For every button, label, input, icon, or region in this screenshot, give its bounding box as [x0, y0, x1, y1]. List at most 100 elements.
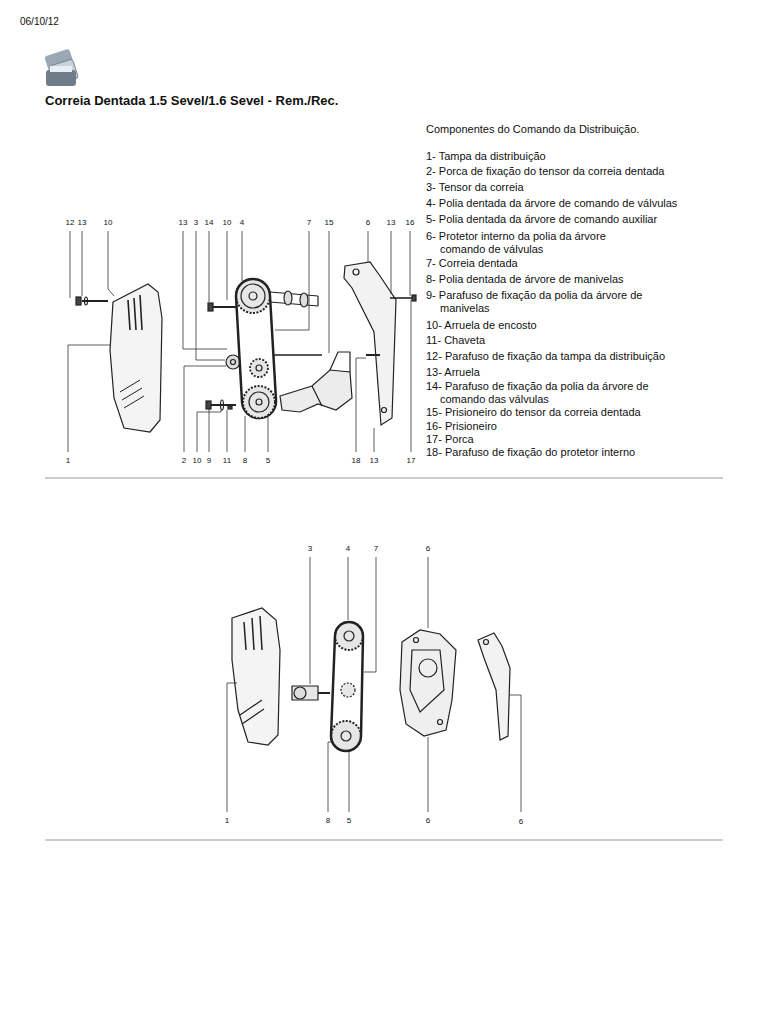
- parts-list-item: 7- Correia dentada: [426, 257, 518, 270]
- drawing-path: [82, 231, 83, 296]
- drawing-path: [366, 354, 380, 356]
- callout-number: 16: [405, 218, 416, 228]
- drawing-ellipse: [284, 291, 292, 305]
- parts-list-item: 14- Parafuso de fixação da polia da árvo…: [426, 380, 688, 406]
- drawing-path: [68, 345, 111, 452]
- parts-list-item: 9- Parafuso de fixação da polia da árvor…: [426, 289, 662, 315]
- callout-number: 8: [325, 816, 331, 826]
- drawing-path: [70, 231, 71, 298]
- drawing-path: [411, 300, 412, 452]
- leader-lines: [68, 231, 411, 452]
- drawing-path: [244, 616, 262, 650]
- callout-number: 18: [351, 456, 362, 466]
- parts-list-item: 17- Porca: [426, 433, 474, 446]
- drawing-path: [196, 231, 225, 360]
- drawing-path: [232, 608, 280, 745]
- callout-number: 6: [425, 816, 431, 826]
- callout-number: 3: [193, 218, 199, 228]
- drawing-path: [348, 557, 349, 620]
- callout-number: 10: [222, 218, 233, 228]
- parts-list-item: 5- Polia dentada da árvore de comando au…: [426, 213, 657, 226]
- drawing-path: [183, 231, 227, 349]
- drawing-path: [310, 557, 311, 684]
- drawing-path: [120, 380, 144, 408]
- callout-number: 15: [324, 218, 335, 228]
- drawing-path: [209, 408, 210, 452]
- drawing-path: [364, 557, 376, 672]
- drawing-circle: [249, 392, 269, 412]
- drawing-path: [478, 633, 510, 740]
- callout-number: 7: [373, 544, 379, 554]
- drawing-path: [329, 231, 330, 353]
- parts-list-item: 4- Polia dentada da árvore de comando de…: [426, 197, 677, 210]
- parts-list-item: 12- Parafuso de fixação da tampa da dist…: [426, 350, 665, 363]
- drawing-circle: [256, 365, 262, 371]
- parts-list-item: 2- Porca de fixação do tensor da correia…: [426, 165, 664, 178]
- drawing-ellipse: [221, 400, 224, 410]
- callout-number: 11: [222, 456, 232, 466]
- document-icon: [44, 49, 78, 86]
- parts-list-item: 15- Prisioneiro do tensor da correia den…: [426, 406, 641, 419]
- drawing-path: [410, 650, 444, 712]
- callout-number: 4: [239, 218, 245, 228]
- callout-number: 5: [265, 456, 271, 466]
- drawing-circle: [484, 640, 489, 645]
- callout-number: 1: [224, 816, 230, 826]
- callout-number: 9: [206, 456, 212, 466]
- callout-number: 1: [65, 456, 71, 466]
- drawing-path: [184, 366, 226, 452]
- drawing-circle: [344, 631, 354, 641]
- drawing-path: [318, 692, 330, 694]
- drawing-path: [209, 231, 210, 302]
- parts-list-item: 18- Parafuso de fixação do protetor inte…: [426, 446, 635, 459]
- callout-number: 17: [406, 456, 417, 466]
- drawing-circle: [382, 408, 387, 413]
- drawing-line: [45, 477, 723, 479]
- callout-number: 5: [346, 816, 352, 826]
- drawing-path: [236, 279, 276, 418]
- drawing-path: [110, 284, 162, 432]
- drawing-path: [410, 231, 411, 296]
- drawing-circle: [231, 360, 236, 365]
- drawing-path: [428, 737, 429, 812]
- parts-list-item: 1- Tampa da distribuição: [426, 150, 546, 163]
- leader-lines: [227, 557, 521, 812]
- drawing-path: [227, 231, 228, 300]
- drawing-path: [82, 300, 108, 302]
- drawing-path: [356, 358, 366, 452]
- drawing-path: [275, 231, 309, 330]
- parts-list-item: 13- Arruela: [426, 366, 480, 379]
- parts-list-item: 6- Protetor interno da polia da árvore c…: [426, 230, 652, 256]
- drawing-ellipse: [85, 297, 88, 305]
- drawing-rect: [206, 401, 211, 409]
- drawing-path: [349, 752, 350, 812]
- drawing-circle: [256, 399, 262, 405]
- parts-list-item: 10- Arruela de encosto: [426, 319, 537, 332]
- drawing-path: [391, 231, 392, 294]
- drawing-path: [312, 352, 350, 406]
- drawing-path: [245, 416, 246, 452]
- callout-number: 3: [307, 544, 313, 554]
- drawing-path: [292, 686, 318, 700]
- callout-number: 7: [306, 218, 312, 228]
- callout-number: 13: [369, 456, 380, 466]
- drawing-path: [280, 370, 352, 412]
- drawing-path: [270, 292, 318, 306]
- drawing-path: [268, 417, 269, 452]
- drawing-rect: [412, 295, 416, 301]
- list-heading: Componentes do Comando da Distribuição.: [426, 123, 639, 136]
- drawing-path: [240, 700, 264, 724]
- drawing-circle: [438, 720, 443, 725]
- drawing-circle: [341, 683, 355, 697]
- date-stamp: 06/10/12: [20, 16, 59, 28]
- drawing-path: [242, 231, 243, 281]
- drawing-rect: [46, 70, 76, 86]
- drawing-path: [509, 695, 521, 812]
- drawing-path: [128, 295, 142, 330]
- drawing-circle: [341, 731, 351, 741]
- drawing-circle: [241, 284, 265, 308]
- drawing-path: [344, 262, 396, 425]
- drawing-path: [274, 354, 322, 356]
- drawing-path: [212, 306, 236, 308]
